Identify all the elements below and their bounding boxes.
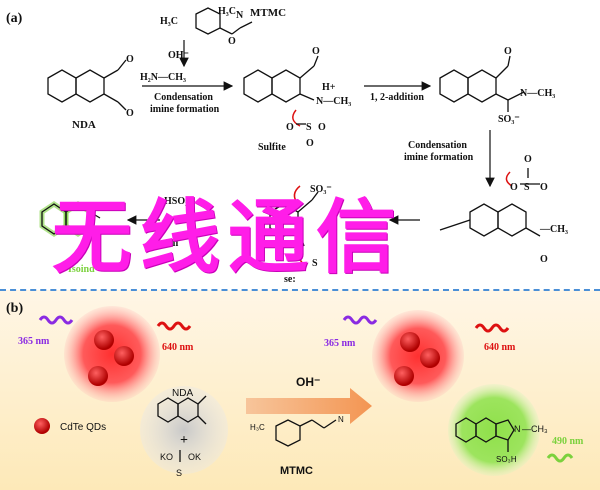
reaction-arrow <box>246 388 372 424</box>
intermediate-2 <box>439 55 525 112</box>
mtmc-b-molecule <box>275 419 337 447</box>
reagent-amine: H₂N—CH₃ <box>140 72 186 83</box>
mtmc-b-h3c: H₃C <box>250 423 265 432</box>
mtmc-h3c: H₃C <box>160 16 178 27</box>
int3-ose: se: <box>284 274 296 285</box>
nda-o1: O <box>126 54 134 65</box>
emission-right-label: 640 nm <box>484 342 516 353</box>
int1-o-bottom: O <box>306 138 314 149</box>
qd-dot <box>94 330 114 350</box>
plus-sign: + <box>180 433 188 448</box>
int3-h: H <box>294 248 302 259</box>
step-imine-2: imine formation <box>404 152 474 163</box>
nda-molecule: O O <box>47 54 134 119</box>
sulfite-label: Sulfite <box>258 142 286 153</box>
isoindole-product <box>39 200 101 238</box>
nda-label: NDA <box>72 119 96 131</box>
sulfite-right <box>505 168 540 187</box>
step-condensation-1: Condensation <box>154 92 213 103</box>
reagent-circle <box>140 386 228 474</box>
int4-o: O <box>540 254 548 265</box>
intermediate-4 <box>388 203 541 237</box>
int1-o-right: O <box>318 122 326 133</box>
bisulfite-s: S <box>176 468 182 478</box>
step-addition: 1, 2-addition <box>370 92 424 103</box>
bisulfite-ko: KO <box>160 452 173 462</box>
step-imine-1: imine formation <box>150 104 220 115</box>
panel-b-label: (b) <box>6 301 23 316</box>
int2-o: O <box>504 46 512 57</box>
hydroxide-b: OH⁻ <box>296 375 320 389</box>
excitation-left-label: 365 nm <box>18 336 50 347</box>
sr-o-left: O <box>510 182 518 193</box>
emission-left-label: 640 nm <box>162 342 194 353</box>
excitation-wave-left <box>38 315 74 325</box>
intermediate-3 <box>126 185 319 263</box>
bisulfite-ok: OK <box>188 452 201 462</box>
panel-divider <box>0 289 600 291</box>
int1-s: S <box>306 122 312 133</box>
qd-dot <box>114 346 134 366</box>
qd-red-glow-right <box>372 310 464 402</box>
qd-dot <box>394 366 414 386</box>
reagent-hydroxide: OH⁻ <box>168 50 189 61</box>
product-ch3: —CH₃ <box>522 424 548 434</box>
legend-qds: CdTe QDs <box>60 422 106 433</box>
green-product-glow <box>448 384 540 476</box>
int1-o-left: O <box>286 122 294 133</box>
product-so3h: SO₃H <box>496 455 517 464</box>
sr-o-right: O <box>540 182 548 193</box>
product-n: N <box>514 424 521 434</box>
reagent-hso3: HSO₃⁻ <box>164 196 193 207</box>
mtmc-ch3-group: H₃C <box>218 6 236 17</box>
int1-h-plus: H+ <box>322 82 336 93</box>
sr-o-top: O <box>524 154 532 165</box>
emission-wave-left <box>156 321 192 331</box>
nda-b-label: NDA <box>172 388 193 399</box>
qd-red-glow-left <box>64 306 160 402</box>
int3-s: S <box>312 258 318 269</box>
qd-dot <box>400 332 420 352</box>
isoindole-label: Isoind <box>68 264 95 275</box>
nda-o2: O <box>126 108 134 119</box>
mtmc-o: O <box>228 36 236 47</box>
sr-s: S <box>524 182 530 193</box>
mtmc-molecule <box>195 7 253 35</box>
mtmc-b-n: N <box>338 415 344 424</box>
mtmc-n: N <box>236 10 244 21</box>
int4-ch3: —CH₃ <box>539 224 568 235</box>
mtmc-b-label: MTMC <box>280 465 313 477</box>
int2-n-ch3: N—CH₃ <box>520 88 555 99</box>
emission-wave-right <box>474 323 510 333</box>
panel-a-label: (a) <box>6 11 23 26</box>
qd-legend-dot <box>34 418 50 434</box>
qd-dot <box>88 366 108 386</box>
excitation-wave-right <box>342 315 378 325</box>
int3-so3: SO₃⁻ <box>310 184 332 195</box>
qd-dot <box>420 348 440 368</box>
mtmc-label: MTMC <box>250 7 286 19</box>
int1-n-ch3: N—CH₃ <box>316 96 351 107</box>
int1-o: O <box>312 46 320 57</box>
watermark-text: 无线通信 <box>52 191 404 284</box>
intermediate-1 <box>243 55 319 127</box>
int2-so3: SO₃⁻ <box>498 114 520 125</box>
emission-wave-green <box>546 453 574 463</box>
emission-green-label: 490 nm <box>552 436 584 447</box>
excitation-right-label: 365 nm <box>324 338 356 349</box>
step-elimination: Eli <box>166 238 178 249</box>
step-condensation-2: Condensation <box>408 140 467 151</box>
